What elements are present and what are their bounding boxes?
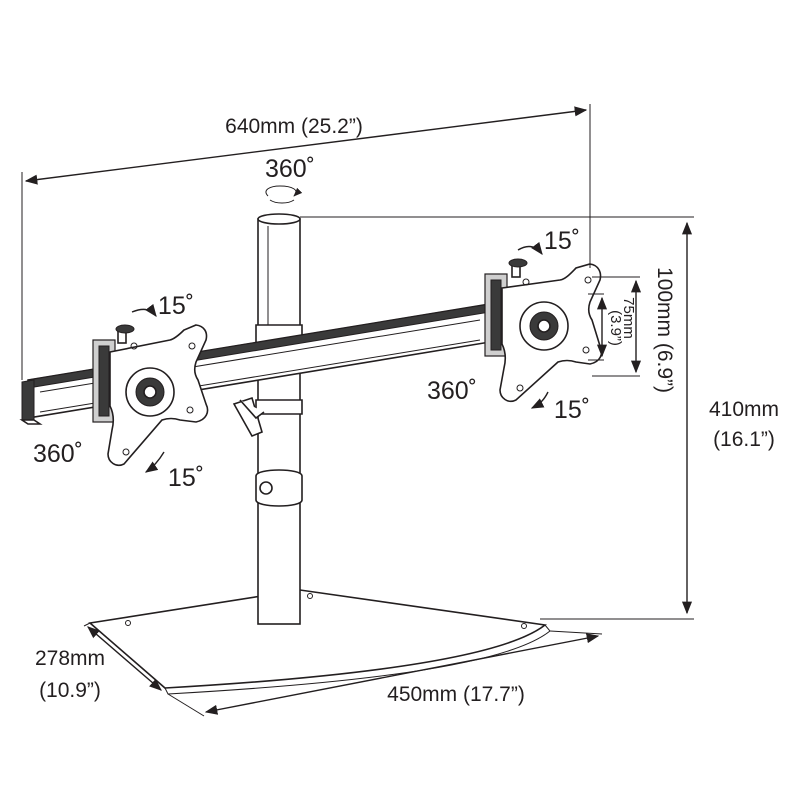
- right-tilt-up: 15˚: [517, 227, 580, 256]
- left-monitor-bracket: [92, 324, 209, 467]
- right-rotate: 360˚: [427, 377, 477, 405]
- base-width-label: 450mm (17.7”): [387, 683, 525, 706]
- tension-handle: [232, 396, 265, 438]
- base-depth-label-mm: 278mm: [35, 647, 105, 670]
- height-label-mm: 410mm: [709, 398, 779, 421]
- base-depth-label-inch: (10.9”): [39, 679, 101, 702]
- base-plate: [88, 589, 551, 695]
- pole-swivel-label: 360˚: [265, 155, 315, 183]
- pole: [255, 213, 303, 625]
- right-rotate-label: 360˚: [427, 377, 477, 405]
- left-rotate-label: 360˚: [33, 440, 83, 468]
- right-monitor-bracket: [484, 258, 603, 403]
- pole-swivel: 360˚: [265, 155, 315, 204]
- base-width-dimension: 450mm (17.7”): [167, 630, 603, 717]
- right-tilt-down-label: 15˚: [554, 396, 590, 424]
- vesa-dimension: 100mm (6.9”) 75mm (3.9”): [588, 267, 676, 393]
- left-tilt-down: 15˚: [144, 451, 204, 492]
- vesa-75-label-mm: 75mm: [620, 297, 637, 339]
- left-rotate: 360˚: [33, 440, 83, 468]
- overall-width-label: 640mm (25.2”): [225, 115, 363, 138]
- height-dimension: 410mm (16.1”): [300, 216, 779, 620]
- vesa-100-label: 100mm (6.9”): [653, 267, 676, 393]
- left-tilt-up-label: 15˚: [158, 292, 194, 320]
- left-tilt-down-label: 15˚: [168, 464, 204, 492]
- base-depth-dimension: 278mm (10.9”): [35, 622, 162, 702]
- overall-width-dimension: 640mm (25.2”): [21, 104, 591, 380]
- left-tilt-up: 15˚: [131, 292, 194, 320]
- right-tilt-down: 15˚: [530, 391, 590, 424]
- height-label-inch: (16.1”): [713, 428, 775, 451]
- right-tilt-up-label: 15˚: [544, 227, 580, 255]
- vesa-75-label-inch: (3.9”): [607, 310, 624, 346]
